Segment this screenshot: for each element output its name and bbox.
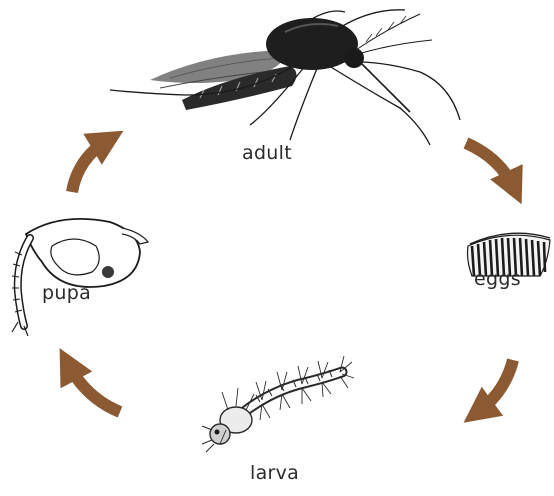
adult-label: adult — [242, 142, 292, 164]
mosquito-pupa-icon — [12, 219, 148, 336]
arrow-eggs-to-larva — [478, 360, 513, 412]
pupa-label: pupa — [42, 282, 91, 304]
mosquito-larva-icon — [202, 356, 354, 452]
eggs-label: eggs — [474, 268, 521, 290]
arrow-adult-to-eggs — [466, 143, 514, 188]
mosquito-adult-icon — [110, 10, 460, 145]
arrow-pupa-to-adult — [72, 140, 108, 192]
larva-label: larva — [250, 462, 299, 484]
arrow-larva-to-pupa — [68, 364, 120, 412]
